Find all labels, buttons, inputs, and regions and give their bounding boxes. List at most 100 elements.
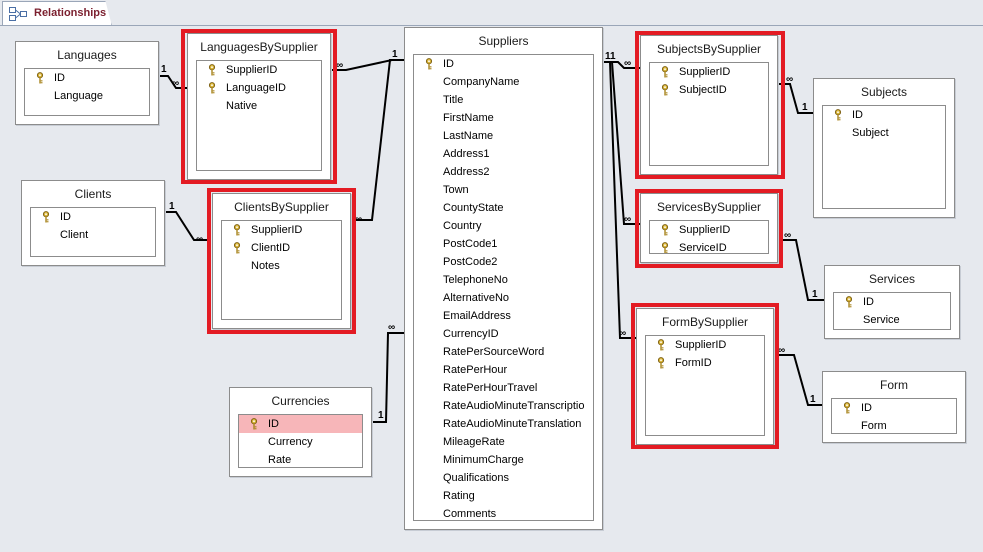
field-list[interactable]: SupplierID SubjectID (649, 62, 769, 166)
field-row[interactable]: FormID (646, 354, 764, 372)
field-name: SubjectID (679, 84, 727, 96)
field-row[interactable]: Currency (239, 433, 362, 451)
table-title[interactable]: ServicesBySupplier (656, 200, 762, 214)
field-row[interactable]: RatePerHourTravel (414, 379, 593, 397)
table-title[interactable]: Suppliers (478, 34, 529, 48)
table-title[interactable]: Clients (74, 187, 112, 201)
field-row[interactable]: SupplierID (646, 336, 764, 354)
field-row[interactable]: CountyState (414, 199, 593, 217)
field-row[interactable]: Notes (222, 257, 341, 275)
field-row[interactable]: ID (832, 399, 956, 417)
field-row[interactable]: Comments (414, 505, 593, 520)
field-row[interactable]: PostCode1 (414, 235, 593, 253)
field-row[interactable]: ID (834, 293, 950, 311)
field-row[interactable]: CurrencyID (414, 325, 593, 343)
field-row[interactable]: FirstName (414, 109, 593, 127)
field-row[interactable]: RatePerHour (414, 361, 593, 379)
field-name: CompanyName (443, 76, 520, 88)
field-list[interactable]: SupplierID ServiceID (649, 220, 769, 254)
field-row[interactable]: ClientID (222, 239, 341, 257)
field-row[interactable]: MinimumCharge (414, 451, 593, 469)
field-row[interactable]: Service (834, 311, 950, 329)
field-row[interactable]: Rate (239, 451, 362, 467)
table-title[interactable]: SubjectsBySupplier (656, 42, 762, 56)
field-row[interactable]: ID (823, 106, 945, 124)
field-row[interactable]: AlternativeNo (414, 289, 593, 307)
field-row[interactable]: RateAudioMinuteTranslation (414, 415, 593, 433)
field-row[interactable]: RateAudioMinuteTranscriptio (414, 397, 593, 415)
field-row[interactable]: PostCode2 (414, 253, 593, 271)
field-row[interactable]: SupplierID (222, 221, 341, 239)
field-row[interactable]: TelephoneNo (414, 271, 593, 289)
table-title[interactable]: ClientsBySupplier (234, 200, 329, 214)
field-row[interactable]: Title (414, 91, 593, 109)
field-row[interactable]: CompanyName (414, 73, 593, 91)
field-row[interactable]: EmailAddress (414, 307, 593, 325)
field-row[interactable]: Rating (414, 487, 593, 505)
field-row[interactable]: LanguageID (197, 79, 321, 97)
field-row[interactable]: LastName (414, 127, 593, 145)
field-row[interactable]: SubjectID (650, 81, 768, 99)
field-list[interactable]: ID Language (24, 68, 150, 116)
primary-key-icon (843, 402, 851, 414)
field-row[interactable]: SupplierID (197, 61, 321, 79)
table-title[interactable]: Languages (57, 48, 117, 62)
field-name: SupplierID (679, 66, 731, 78)
primary-key-icon (834, 109, 842, 121)
field-row[interactable]: ID (25, 69, 149, 87)
primary-key-icon (233, 224, 241, 236)
field-name: PostCode2 (443, 256, 498, 268)
field-row[interactable]: Town (414, 181, 593, 199)
table-title[interactable]: Subjects (860, 85, 908, 99)
field-row[interactable]: Native (197, 97, 321, 115)
field-row[interactable]: Qualifications (414, 469, 593, 487)
field-name: SupplierID (679, 224, 731, 236)
field-row[interactable]: RatePerSourceWord (414, 343, 593, 361)
field-row[interactable]: MileageRate (414, 433, 593, 451)
field-row[interactable]: Client (31, 226, 155, 244)
field-row[interactable]: ServiceID (650, 239, 768, 253)
tab-relationships[interactable]: Relationships (2, 1, 112, 26)
field-row[interactable]: Language (25, 87, 149, 105)
field-row[interactable]: Form (832, 417, 956, 433)
table-title[interactable]: Services (868, 272, 915, 286)
field-row[interactable]: SupplierID (650, 221, 768, 239)
field-row[interactable]: Address2 (414, 163, 593, 181)
table-title[interactable]: Currencies (271, 394, 330, 408)
field-row[interactable]: Country (414, 217, 593, 235)
primary-key-icon (208, 64, 216, 76)
tab-divider (0, 25, 983, 26)
table-title[interactable]: Form (880, 378, 908, 392)
field-row[interactable]: ID (239, 415, 362, 433)
table-title[interactable]: FormBySupplier (661, 315, 749, 329)
field-row[interactable]: Address1 (414, 145, 593, 163)
field-row[interactable]: SupplierID (650, 63, 768, 81)
table-title[interactable]: LanguagesBySupplier (200, 40, 318, 54)
field-row[interactable]: ID (31, 208, 155, 226)
primary-key-icon (845, 296, 853, 308)
field-row[interactable]: ID (414, 55, 593, 73)
field-name: ID (54, 72, 65, 84)
field-row[interactable]: Subject (823, 124, 945, 142)
